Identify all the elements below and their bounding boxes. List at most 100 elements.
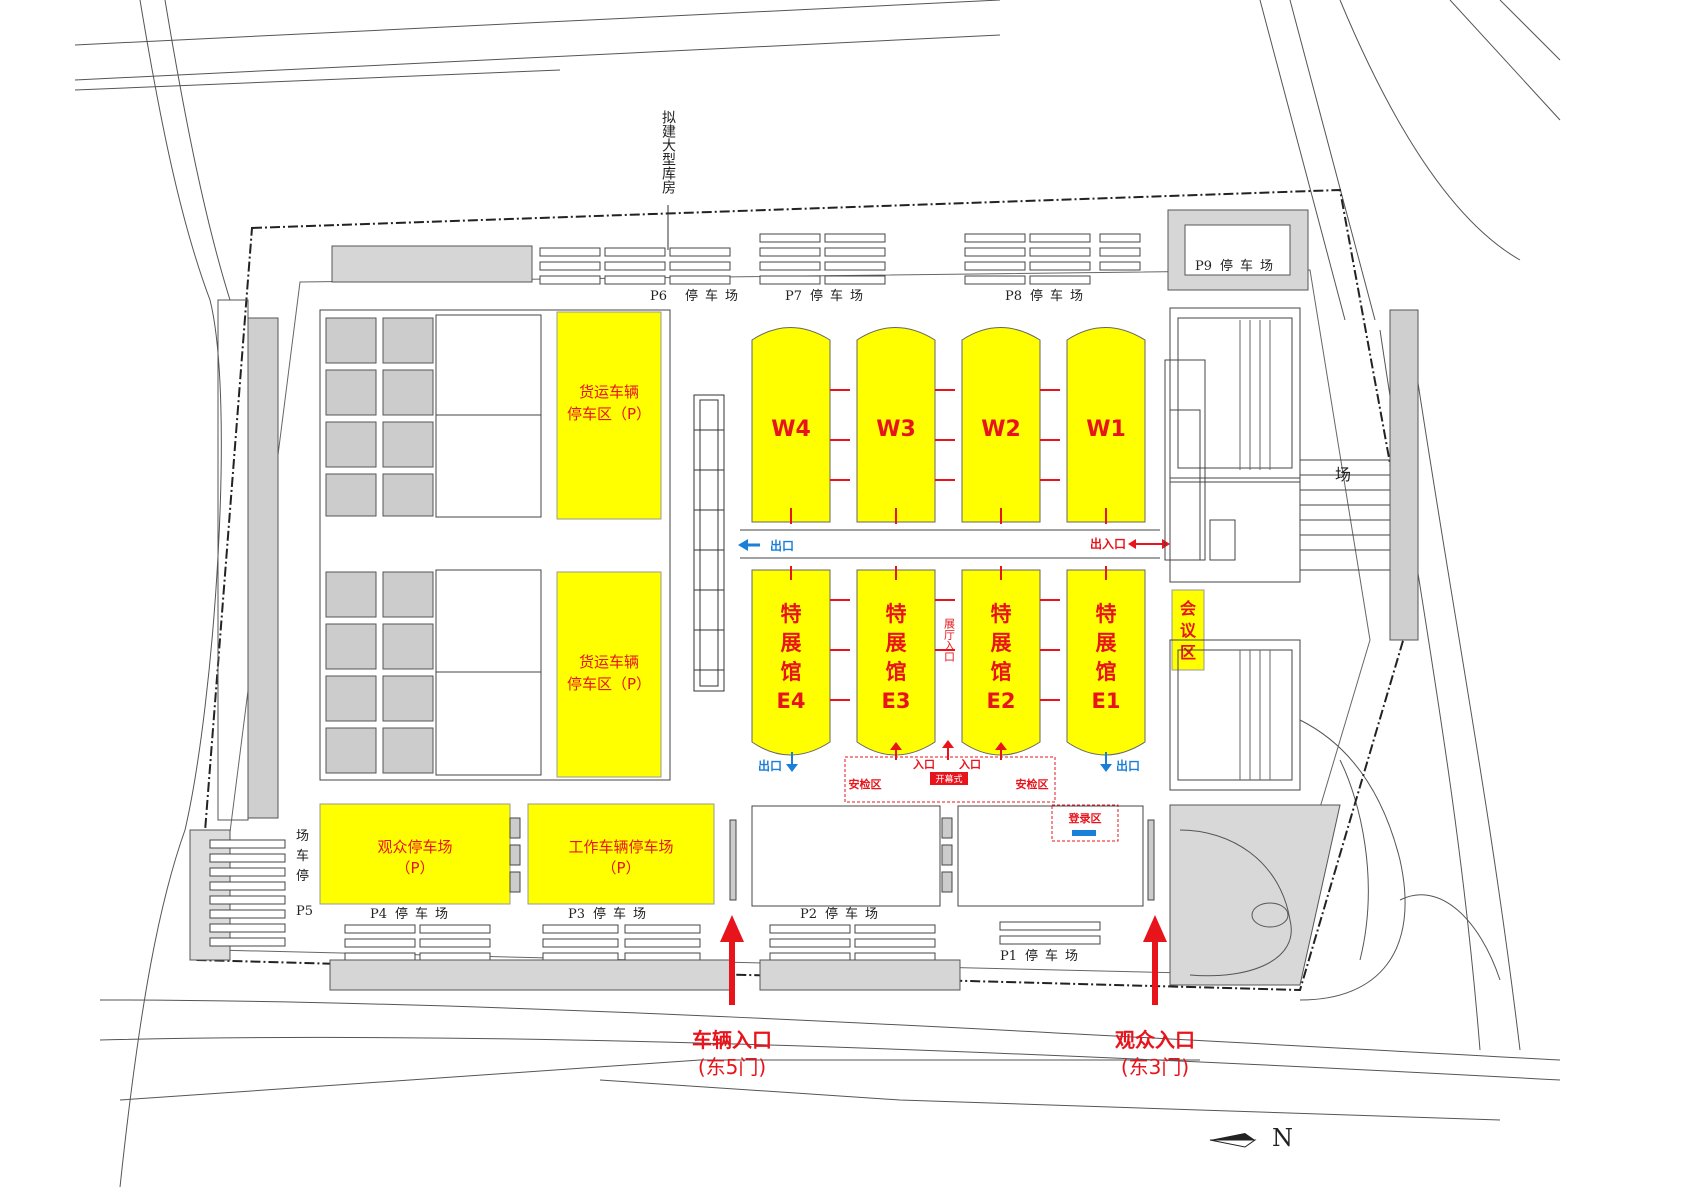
- parking-p5-chang: 场: [296, 829, 309, 844]
- hall-e1-line2: 展: [1096, 631, 1117, 655]
- hall-door-arrows: [790, 389, 1107, 701]
- compass: N: [1209, 1124, 1293, 1152]
- entry-left-label: 入口: [913, 758, 935, 771]
- east-halls: 特 展 馆 E4 特 展 馆 E3 特 展 馆 E2 特 展 馆 E1: [751, 569, 1146, 756]
- parking-p4-ting: 停: [395, 906, 408, 922]
- parking-p2-che: 车: [845, 906, 858, 922]
- parking-p9: P9: [1195, 259, 1212, 274]
- parking-p4-chang: 场: [435, 907, 448, 922]
- parking-p1-ting: 停: [1025, 948, 1038, 964]
- parking-p6-che: 车: [705, 288, 718, 304]
- meeting-zone: 会 议 区: [1171, 589, 1205, 671]
- middle-plots: [509, 805, 1155, 907]
- hall-e1-line1: 特: [1096, 602, 1117, 626]
- hall-e3-line1: 特: [886, 602, 907, 626]
- parking-p9-ting: 停: [1220, 258, 1233, 274]
- hall-w2-label: W2: [981, 417, 1021, 442]
- west-parking-grid: [325, 317, 434, 774]
- parking-p7-chang: 场: [850, 289, 863, 304]
- storage-racks: [693, 394, 725, 692]
- hall-w4: [751, 327, 831, 523]
- hall-e4-line4: E4: [777, 689, 806, 713]
- freight-zone-1: 货运车辆 停车区（P）: [556, 311, 662, 520]
- west-greenbelt: [189, 299, 279, 961]
- parking-labels: P6 停 车 场 P7 停 车 场 P8 停 车 场 P9 停 车 场 P5 停…: [296, 258, 1273, 964]
- vehicle-entrance-title: 车辆入口: [692, 1028, 772, 1052]
- hall-e3-line3: 馆: [886, 660, 907, 684]
- hall-e4-line3: 馆: [781, 660, 802, 684]
- audience-parking: 观众停车场 （P）: [319, 803, 511, 905]
- audience-entrance-title: 观众入口: [1115, 1028, 1195, 1052]
- meeting-label-2: 议: [1180, 621, 1197, 640]
- hall-e2-line3: 馆: [991, 660, 1012, 684]
- freight-zone-2: 货运车辆 停车区（P）: [556, 571, 662, 778]
- security-left-label: 安检区: [849, 777, 882, 791]
- parking-p8-ting: 停: [1030, 288, 1043, 304]
- meeting-label-3: 区: [1180, 643, 1196, 662]
- exit-west-marker: 出口: [738, 538, 794, 553]
- parking-p7-ting: 停: [810, 288, 823, 304]
- central-corridor: [740, 529, 1160, 559]
- exit-entry-marker: 出入口: [1090, 536, 1170, 551]
- registration-zone: 登录区: [1051, 804, 1119, 842]
- east-stripes: [1239, 320, 1271, 780]
- hall-w4-label: W4: [771, 417, 811, 442]
- parking-p8-chang: 场: [1070, 289, 1083, 304]
- exit-e1-label: 出口: [1116, 758, 1140, 773]
- hall-e3-line4: E3: [882, 689, 911, 713]
- hall-w1: [1066, 327, 1146, 523]
- opening-label: 开幕式: [935, 773, 962, 785]
- west-halls: W4 W3 W2 W1: [751, 327, 1146, 523]
- planned-building-label: 拟建大型库房: [660, 110, 676, 194]
- hall-e2: [961, 569, 1041, 756]
- audience-parking-line2: （P）: [395, 859, 434, 877]
- east-square: [1164, 307, 1401, 791]
- parking-p4-che: 车: [415, 906, 428, 922]
- hall-e4-line1: 特: [781, 602, 802, 626]
- audience-parking-line1: 观众停车场: [377, 838, 452, 856]
- registration-label: 登录区: [1068, 811, 1102, 825]
- south-greenbelt: [329, 959, 731, 991]
- parking-p5-ting: 停: [296, 868, 309, 884]
- hall-e2-line1: 特: [991, 602, 1012, 626]
- staff-parking-line2: （P）: [601, 859, 640, 877]
- parking-p4: P4: [370, 907, 387, 922]
- hall-e3-line2: 展: [886, 631, 907, 655]
- parking-p5: P5: [296, 904, 313, 919]
- exit-entry-label: 出入口: [1090, 536, 1126, 551]
- hall-e4: [751, 569, 831, 756]
- freight-1-line1: 货运车辆: [579, 383, 639, 401]
- meeting-label-1: 会: [1180, 599, 1196, 618]
- hall-e2-line4: E2: [987, 689, 1016, 713]
- audience-entrance-gate: (东3门): [1121, 1055, 1189, 1079]
- hall-e1-line3: 馆: [1096, 660, 1117, 684]
- freight-2-line1: 货运车辆: [579, 653, 639, 671]
- hall-w3: [856, 327, 936, 523]
- exit-e1-marker: 出口: [1100, 752, 1140, 773]
- hall-e1-line4: E1: [1092, 689, 1121, 713]
- south-parking-rows: [209, 839, 1101, 962]
- parking-p2-chang: 场: [865, 907, 878, 922]
- freight-1-line2: 停车区（P）: [567, 405, 651, 423]
- north-strip: [331, 209, 1309, 291]
- north-label: N: [1272, 1124, 1293, 1152]
- hall-e1: [1066, 569, 1146, 756]
- parking-p5-che: 车: [296, 848, 309, 864]
- parking-p2: P2: [800, 907, 817, 922]
- security-zones: 安检区 安检区: [844, 756, 1056, 803]
- east-park: [1169, 804, 1341, 986]
- parking-p1-che: 车: [1045, 948, 1058, 964]
- exit-e4-marker: 出口: [758, 752, 798, 773]
- parking-p9-chang: 场: [1260, 259, 1273, 274]
- parking-p3-ting: 停: [593, 906, 606, 922]
- hall-w2: [961, 327, 1041, 523]
- hall-e2-line2: 展: [991, 631, 1012, 655]
- parking-p7-che: 车: [830, 288, 843, 304]
- north-parking-rows: [539, 233, 1141, 285]
- security-right-label: 安检区: [1016, 777, 1049, 791]
- parking-p3-che: 车: [613, 906, 626, 922]
- entry-right-label: 入口: [959, 758, 981, 771]
- hall-e3: [856, 569, 936, 756]
- exit-e4-label: 出口: [758, 758, 782, 773]
